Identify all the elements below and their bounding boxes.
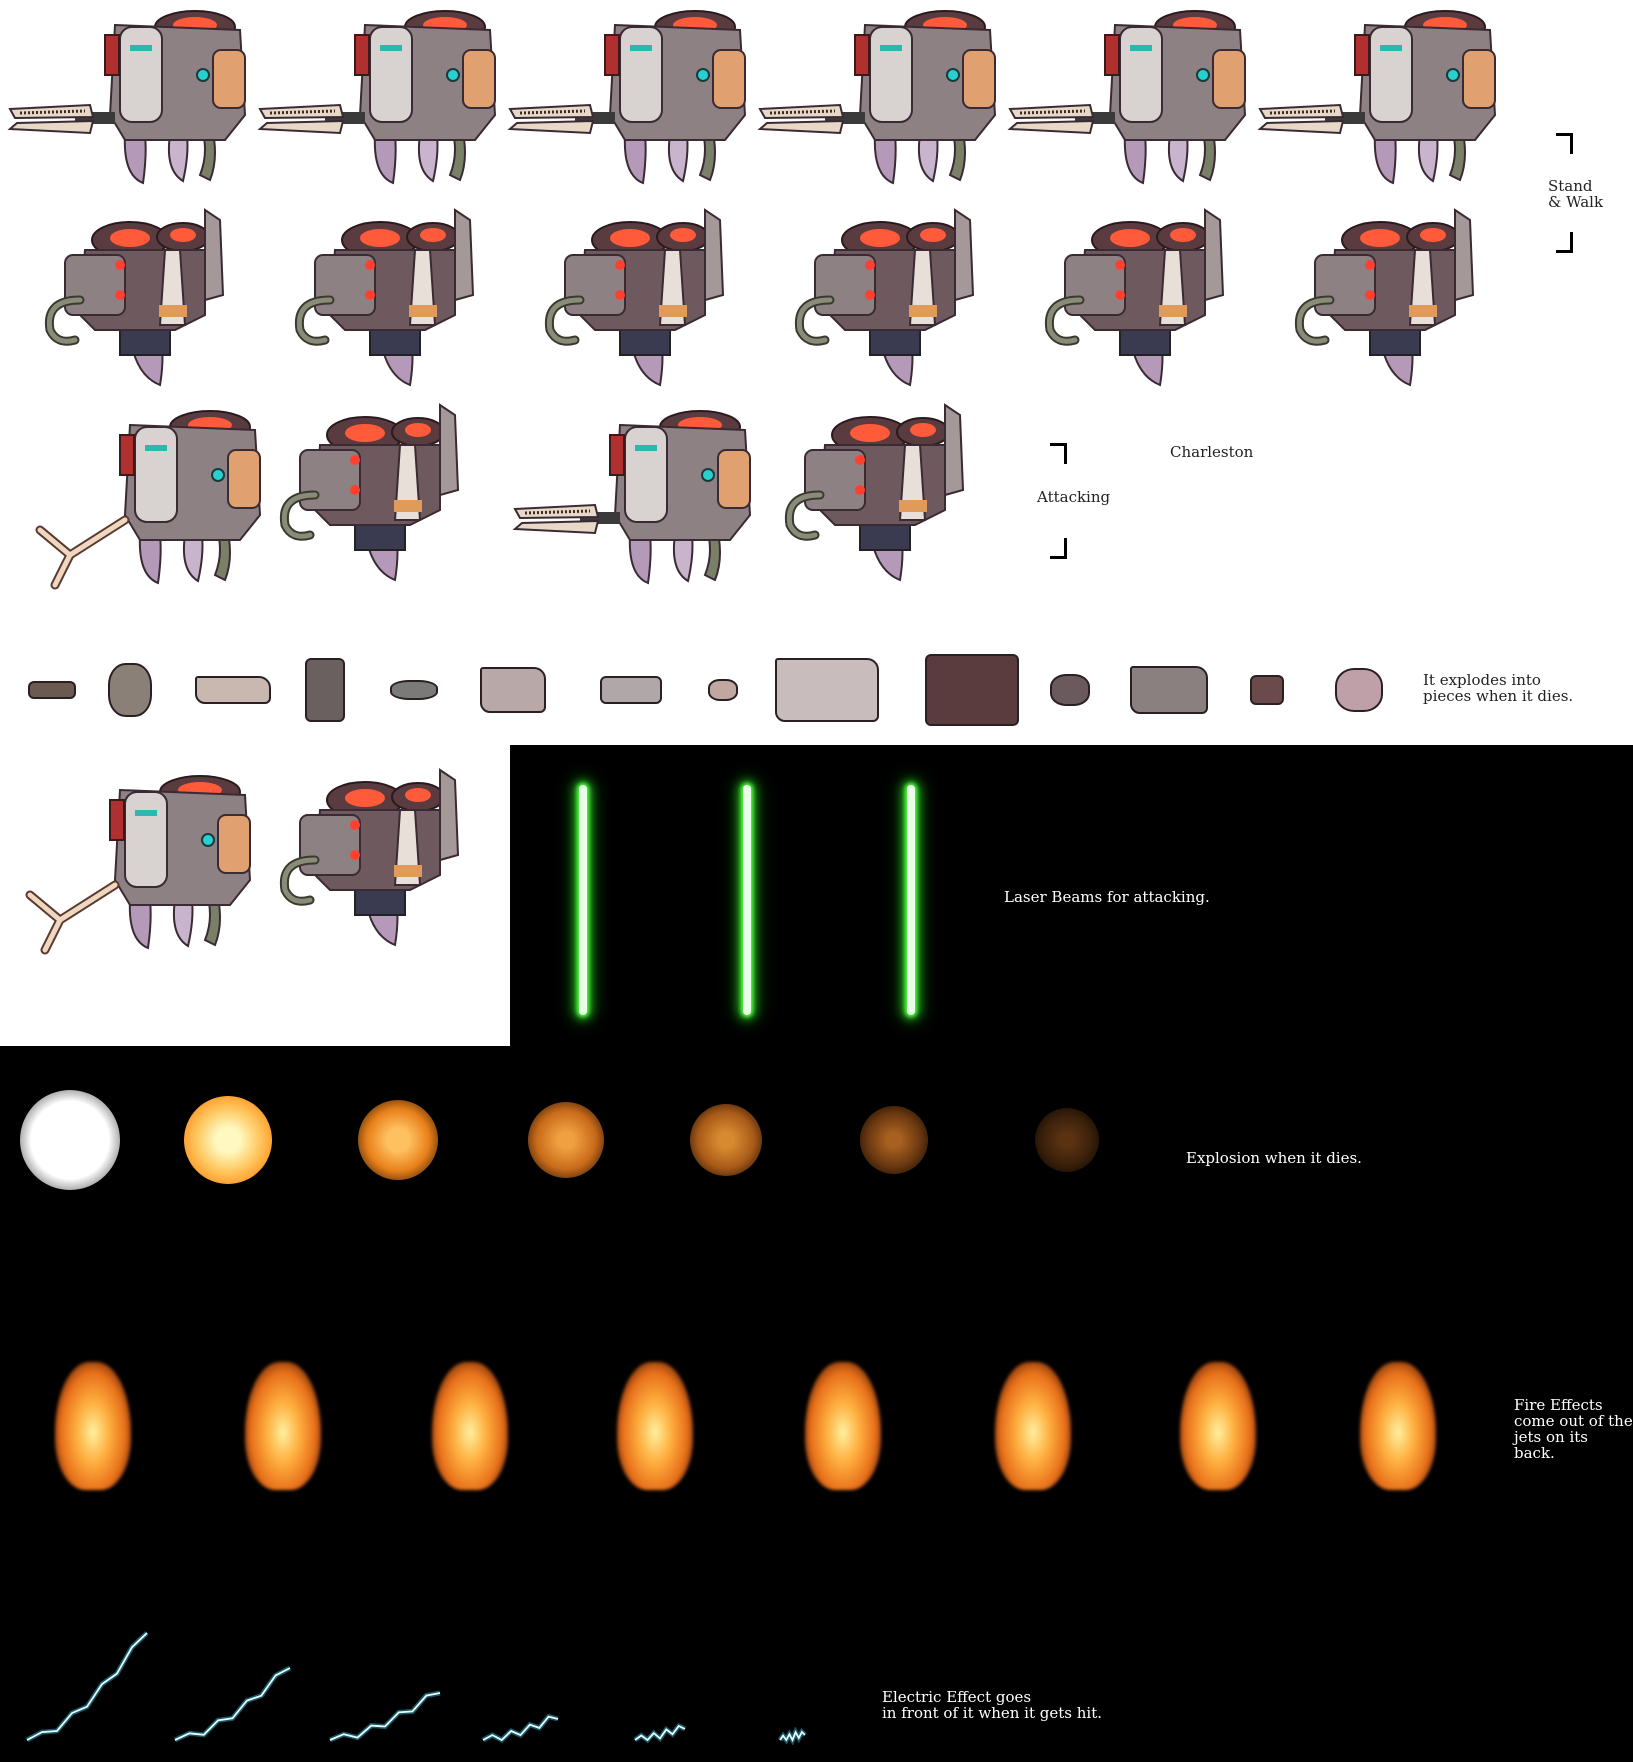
label-fire: Fire Effects come out of the jets on its… (1514, 1396, 1633, 1462)
robot-piece-1 (28, 681, 76, 699)
robot-piece-5 (390, 680, 438, 700)
fire-frame-5 (805, 1362, 881, 1490)
robot-piece-3 (195, 676, 271, 704)
robot-piece-13 (1250, 675, 1284, 705)
explosion-frame-3 (358, 1100, 438, 1180)
fire-frame-2 (245, 1362, 321, 1490)
explosion-frame-6 (860, 1106, 928, 1174)
robot-walk-back-frame-3 (544, 208, 725, 387)
laser-beam-frame-1 (579, 785, 587, 1015)
robot-piece-8 (708, 679, 738, 701)
robot-attack-frame-4 (784, 403, 965, 582)
robot-attack-frame-2 (279, 403, 460, 582)
electric-frame-2 (173, 1665, 292, 1743)
electric-frame-3 (329, 1690, 441, 1743)
robot-attack-frame-1 (35, 410, 262, 590)
explosion-frame-5 (690, 1104, 762, 1176)
robot-walk-claw-frame-6 (1257, 10, 1497, 185)
robot-piece-14 (1335, 668, 1383, 712)
fire-frame-6 (995, 1362, 1071, 1490)
robot-piece-4 (305, 658, 345, 722)
bracket-attack-bottom (1050, 538, 1067, 559)
robot-walk-claw-frame-5 (1007, 10, 1247, 185)
label-pieces: It explodes into pieces when it dies. (1423, 671, 1574, 705)
laser-beam-frame-2 (743, 785, 751, 1015)
robot-walk-back-frame-2 (294, 208, 475, 387)
character-name: Charleston (1170, 443, 1254, 461)
electric-frame-6 (777, 1727, 807, 1745)
robot-walk-back-frame-6 (1294, 208, 1475, 387)
robot-attack-frame-3 (512, 410, 752, 585)
robot-piece-7 (600, 676, 662, 704)
explosion-frame-2 (184, 1096, 272, 1184)
electric-frame-5 (633, 1722, 687, 1744)
electric-frame-4 (481, 1713, 559, 1744)
robot-extra-frame-2 (279, 768, 460, 947)
electric-frame-1 (25, 1631, 149, 1743)
robot-piece-11 (1050, 674, 1090, 706)
label-stand-walk: Stand & Walk (1548, 177, 1604, 211)
fire-frame-3 (432, 1362, 508, 1490)
robot-extra-frame-1 (25, 775, 252, 955)
label-laser: Laser Beams for attacking. (1004, 888, 1210, 906)
explosion-frame-4 (528, 1102, 604, 1178)
label-electric: Electric Effect goes in front of it when… (882, 1688, 1103, 1722)
robot-walk-back-frame-1 (44, 208, 225, 387)
robot-walk-back-frame-5 (1044, 208, 1225, 387)
explosion-frame-1 (20, 1090, 120, 1190)
robot-walk-claw-frame-2 (257, 10, 497, 185)
robot-piece-9 (775, 658, 879, 722)
label-attacking: Attacking (1037, 488, 1111, 506)
robot-walk-back-frame-4 (794, 208, 975, 387)
fire-frame-8 (1360, 1362, 1436, 1490)
bracket-top (1556, 133, 1573, 154)
robot-piece-6 (480, 667, 546, 713)
laser-beam-frame-3 (907, 785, 915, 1015)
robot-walk-claw-frame-1 (7, 10, 247, 185)
fire-frame-1 (55, 1362, 131, 1490)
robot-piece-2 (108, 663, 152, 717)
effects-panel-laser (510, 745, 1633, 1047)
label-explosion: Explosion when it dies. (1186, 1149, 1362, 1167)
robot-piece-10 (925, 654, 1019, 726)
robot-walk-claw-frame-3 (507, 10, 747, 185)
fire-frame-7 (1180, 1362, 1256, 1490)
explosion-frame-7 (1035, 1108, 1099, 1172)
fire-frame-4 (617, 1362, 693, 1490)
robot-piece-12 (1130, 666, 1208, 714)
robot-walk-claw-frame-4 (757, 10, 997, 185)
bracket-attack-top (1050, 443, 1067, 464)
bracket-bottom (1556, 232, 1573, 253)
